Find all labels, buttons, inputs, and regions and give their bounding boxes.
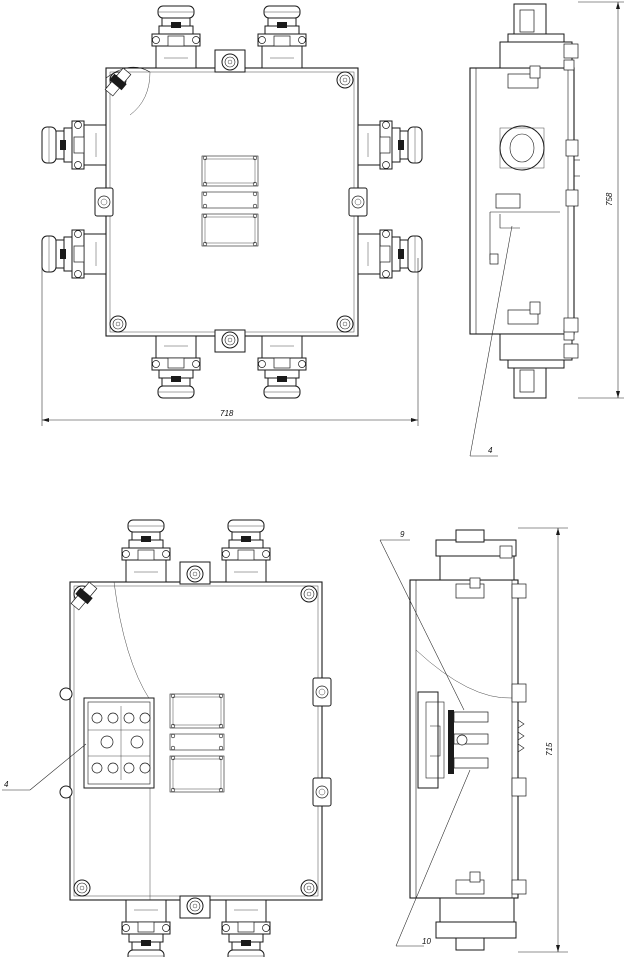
callout-10: 10: [422, 937, 431, 946]
dimension-718: 718: [42, 409, 418, 422]
callout-4-top: 4: [488, 446, 493, 455]
callout-9: 9: [400, 530, 405, 539]
front-view-bottom: 4: [2, 519, 332, 957]
front-view-top: [41, 5, 423, 426]
terminal-screws: [88, 706, 151, 780]
dimension-label-758: 758: [605, 192, 614, 206]
side-view-bottom: 715 9 10: [379, 527, 568, 953]
callout-4-bottom: 4: [4, 780, 9, 789]
side-view-top: 758 4: [469, 1, 624, 457]
dimension-label-718: 718: [220, 409, 234, 418]
dimension-label-715: 715: [545, 742, 554, 756]
